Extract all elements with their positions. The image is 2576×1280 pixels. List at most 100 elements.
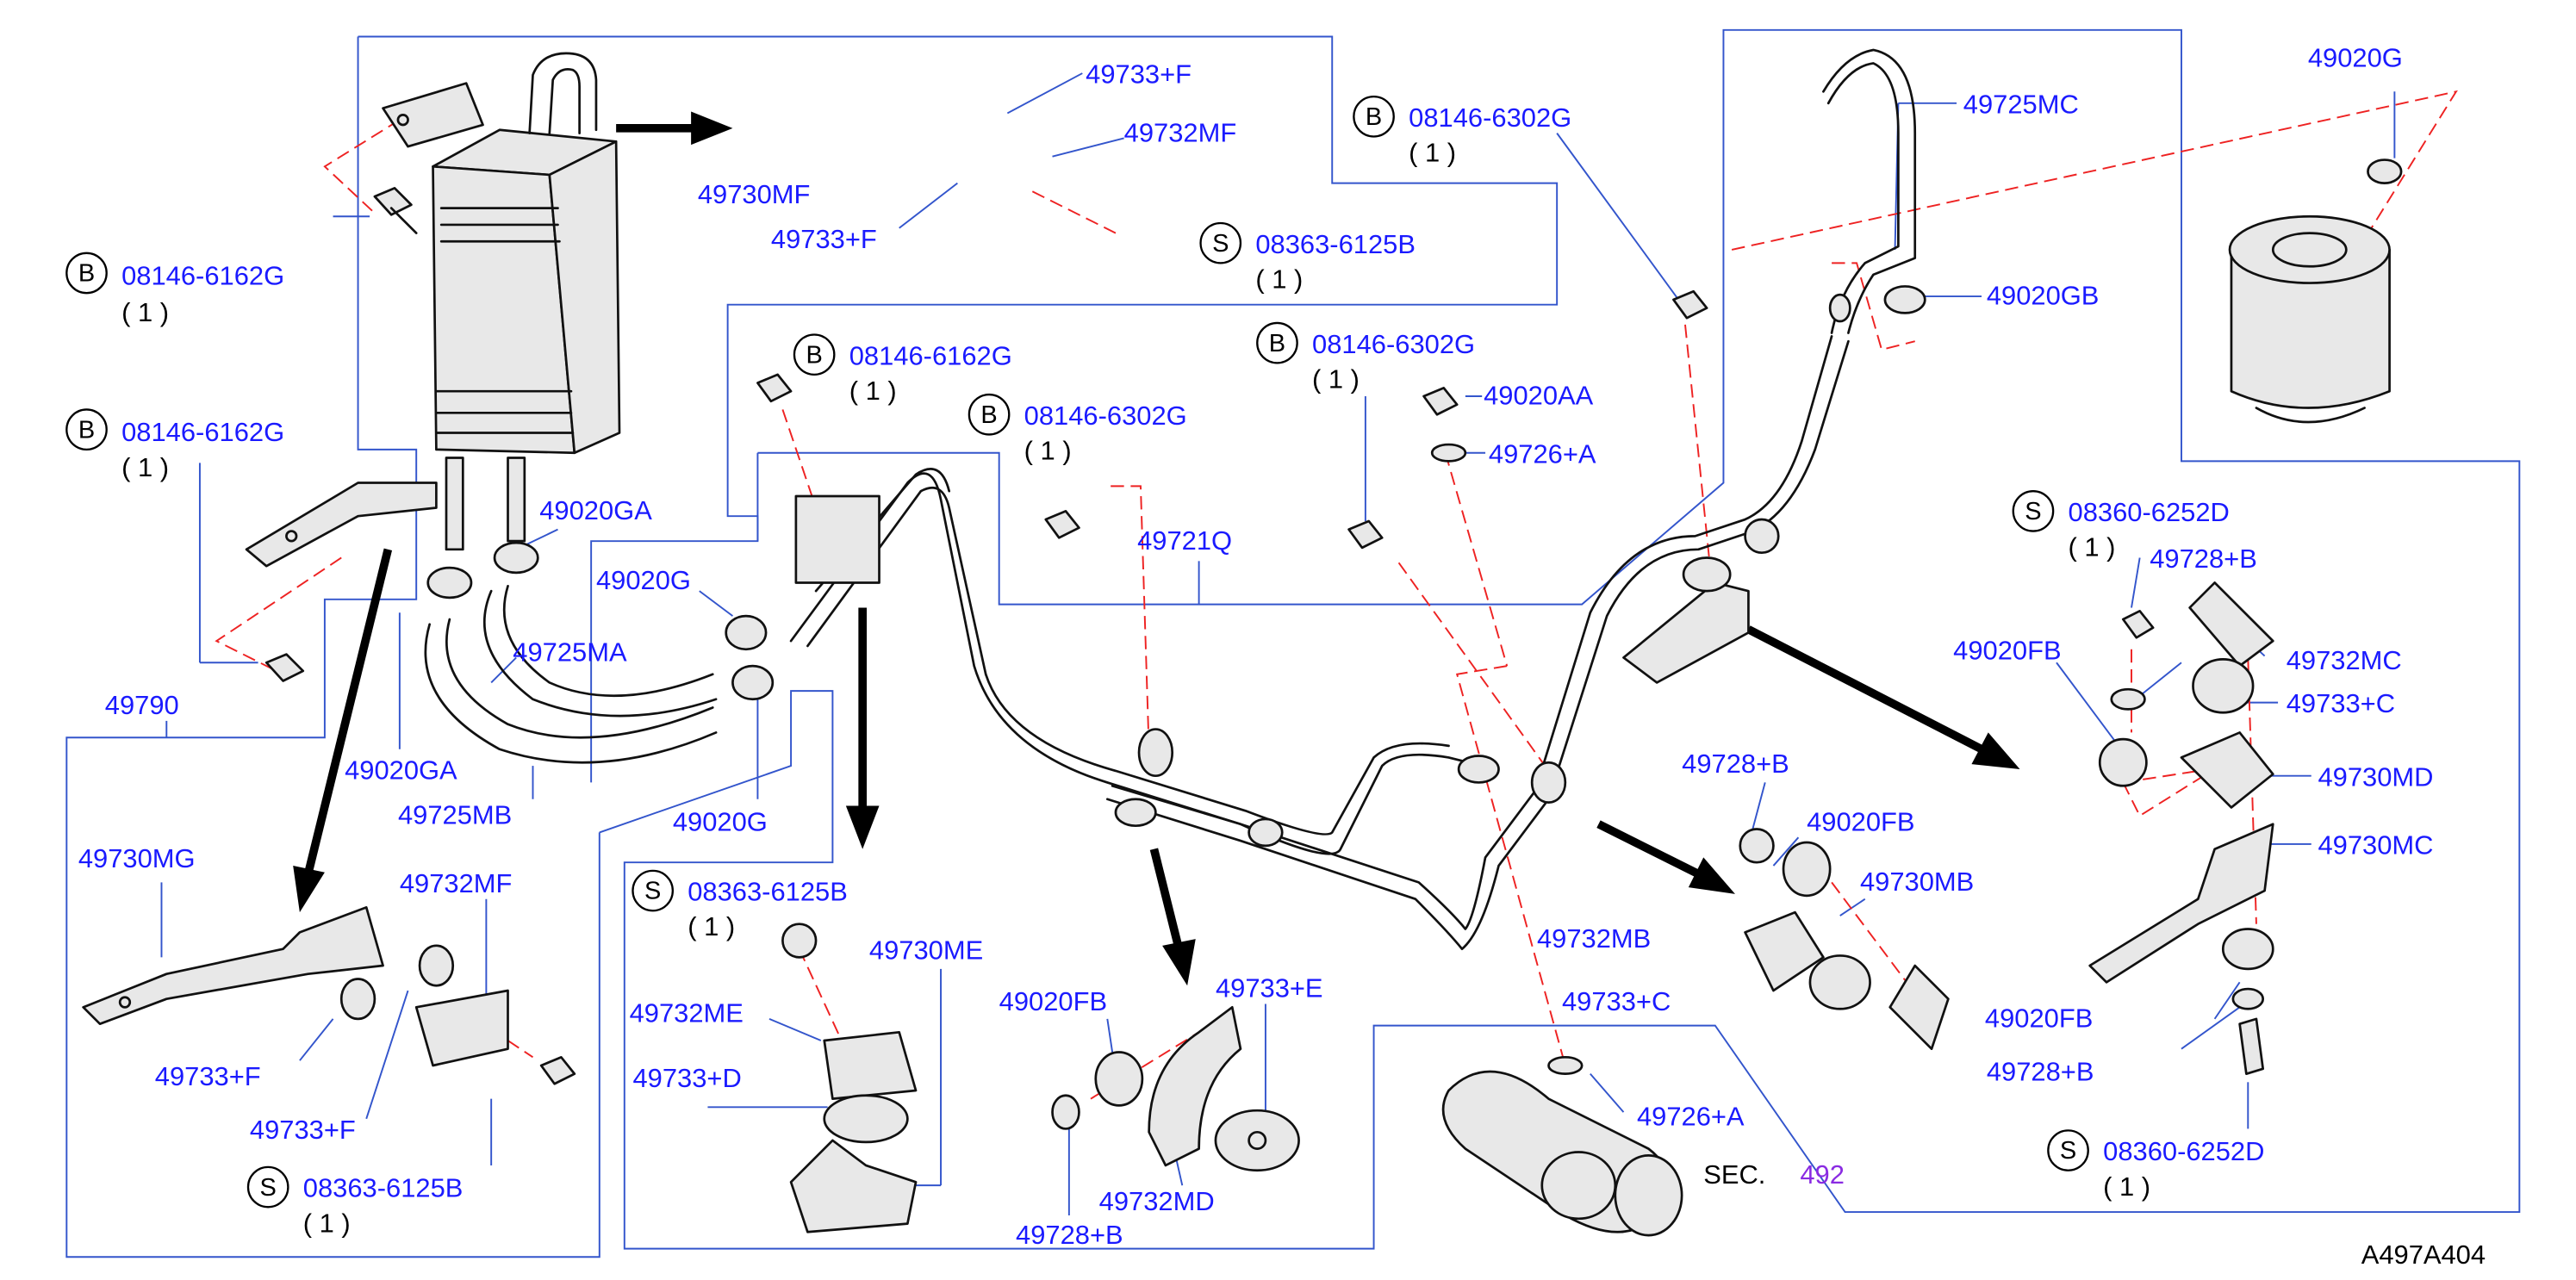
fastener-s3[interactable]: S 08363-6125B ( 1 ) xyxy=(246,1165,464,1238)
part-label[interactable]: 49730MB xyxy=(1860,867,1974,897)
b4-code[interactable]: 08146-6302G xyxy=(1024,401,1187,431)
b6-qty: ( 1 ) xyxy=(1409,137,1456,167)
s1-code[interactable]: 08363-6125B xyxy=(1255,229,1416,259)
s2-code[interactable]: 08363-6125B xyxy=(688,877,848,907)
part-label[interactable]: 49725MC xyxy=(1963,89,2079,119)
part-label[interactable]: 49733+F xyxy=(250,1115,356,1145)
svg-text:B: B xyxy=(806,341,822,369)
b5-code[interactable]: 08146-6302G xyxy=(1312,329,1475,359)
b6-symbol: B xyxy=(1353,95,1395,138)
part-label[interactable]: 49730MC xyxy=(2318,830,2433,861)
s4-qty: ( 1 ) xyxy=(2069,532,2116,562)
fastener-b2[interactable]: B 08146-6162G ( 1 ) xyxy=(65,408,284,482)
part-label[interactable]: 49020FB xyxy=(1985,1003,2093,1034)
part-label[interactable]: 49728+B xyxy=(1016,1220,1123,1250)
part-label[interactable]: 49721Q xyxy=(1137,525,1232,556)
b5-symbol: B xyxy=(1256,321,1298,364)
section-reference[interactable]: SEC. 492 xyxy=(1703,1159,1845,1190)
part-label[interactable]: 49020GA xyxy=(345,755,457,786)
part-label[interactable]: 49733+D xyxy=(632,1063,741,1093)
b6-code[interactable]: 08146-6302G xyxy=(1409,103,1571,133)
fastener-s1[interactable]: S 08363-6125B ( 1 ) xyxy=(1199,221,1416,294)
fastener-b1[interactable]: B 08146-6162G ( 1 ) xyxy=(65,252,284,327)
part-label[interactable]: 49732MF xyxy=(400,868,513,898)
reservoir-drawing xyxy=(2228,158,2403,424)
part-label[interactable]: 49020GA xyxy=(539,495,652,525)
part-label[interactable]: 49733+E xyxy=(1216,973,1323,1003)
part-label[interactable]: 49020FB xyxy=(999,986,1107,1016)
diagram-code: A497A404 xyxy=(2361,1240,2486,1270)
part-label[interactable]: 49020G xyxy=(2308,42,2403,72)
part-label[interactable]: 49732ME xyxy=(630,998,744,1028)
svg-text:S: S xyxy=(2025,498,2041,525)
pump-sec492-drawing xyxy=(1441,1055,1683,1237)
direction-arrows xyxy=(293,111,2020,986)
fastener-b5[interactable]: B 08146-6302G ( 1 ) xyxy=(1256,321,1475,394)
part-label[interactable]: 49730MG xyxy=(78,843,196,873)
b2-symbol: B xyxy=(65,408,108,451)
part-label[interactable]: 49728+B xyxy=(1987,1056,2094,1086)
fastener-s2[interactable]: S 08363-6125B ( 1 ) xyxy=(632,869,848,941)
part-label[interactable]: 49020FB xyxy=(1953,635,2061,665)
fastener-b3[interactable]: B 08146-6162G ( 1 ) xyxy=(793,333,1012,406)
svg-text:S: S xyxy=(1212,230,1229,258)
s5-code[interactable]: 08360-6252D xyxy=(2103,1136,2264,1166)
part-label[interactable]: 49728+B xyxy=(1682,749,1789,779)
callout-boundaries xyxy=(65,28,2521,1258)
s2-symbol: S xyxy=(632,869,675,912)
part-label[interactable]: 49732MD xyxy=(1099,1186,1215,1216)
part-label[interactable]: 49733+F xyxy=(771,224,877,254)
b4-qty: ( 1 ) xyxy=(1024,435,1072,465)
b1-qty: ( 1 ) xyxy=(121,297,169,327)
s1-qty: ( 1 ) xyxy=(1255,264,1303,294)
s3-qty: ( 1 ) xyxy=(303,1208,351,1238)
fastener-s4[interactable]: S 08360-6252D ( 1 ) xyxy=(2012,490,2230,562)
bracket-49730me-drawing xyxy=(781,923,918,1233)
sec-number[interactable]: 492 xyxy=(1800,1159,1845,1190)
part-label[interactable]: 49730MF xyxy=(698,179,811,209)
part-label[interactable]: 49733+C xyxy=(2287,688,2395,718)
part-label[interactable]: 49020G xyxy=(596,565,691,595)
fastener-b4[interactable]: B 08146-6302G ( 1 ) xyxy=(968,393,1187,465)
svg-text:S: S xyxy=(644,878,661,905)
part-label[interactable]: 49725MA xyxy=(513,637,627,667)
part-label[interactable]: 49020G xyxy=(673,806,768,836)
fastener-b6[interactable]: B 08146-6302G ( 1 ) xyxy=(1353,95,1571,167)
b3-code[interactable]: 08146-6162G xyxy=(849,340,1012,370)
b5-qty: ( 1 ) xyxy=(1312,363,1360,394)
part-label[interactable]: 49733+F xyxy=(155,1061,261,1091)
b4-symbol: B xyxy=(968,393,1011,436)
hose-clamps-left xyxy=(424,541,775,764)
part-label[interactable]: 49730ME xyxy=(869,935,983,965)
b1-code[interactable]: 08146-6162G xyxy=(121,261,284,291)
part-label[interactable]: 49725MB xyxy=(398,800,512,830)
part-label[interactable]: 49020AA xyxy=(1484,381,1594,411)
part-label[interactable]: 49732MC xyxy=(2287,645,2402,675)
part-label[interactable]: 49728+B xyxy=(2150,544,2257,574)
fastener-s5[interactable]: S 08360-6252D ( 1 ) xyxy=(2047,1129,2264,1202)
part-label[interactable]: 49726+A xyxy=(1637,1102,1745,1132)
part-label[interactable]: 49733+F xyxy=(1086,59,1192,90)
mount-49730mb-drawing xyxy=(1739,828,1950,1051)
svg-text:B: B xyxy=(980,401,997,429)
s5-symbol: S xyxy=(2047,1129,2089,1171)
s2-qty: ( 1 ) xyxy=(688,911,735,941)
pipe-assembly-drawing xyxy=(756,48,1926,951)
part-label[interactable]: 49732MB xyxy=(1537,923,1651,954)
part-labels: 49733+F 49732MF 49730MF 49733+F 49725MC … xyxy=(78,42,2434,1249)
s4-code[interactable]: 08360-6252D xyxy=(2069,497,2230,527)
part-label[interactable]: 49020FB xyxy=(1807,806,1914,836)
svg-text:S: S xyxy=(2060,1137,2076,1165)
b2-code[interactable]: 08146-6162G xyxy=(121,417,284,447)
part-label[interactable]: 49733+C xyxy=(1562,986,1671,1016)
svg-text:B: B xyxy=(78,416,95,444)
svg-text:B: B xyxy=(78,260,95,288)
part-label[interactable]: 49732MF xyxy=(1124,117,1237,147)
part-label[interactable]: 49726+A xyxy=(1489,438,1596,469)
part-label[interactable]: 49730MD xyxy=(2318,761,2433,792)
part-label[interactable]: 49020GB xyxy=(1987,281,2100,311)
b3-symbol: B xyxy=(793,333,836,376)
s3-code[interactable]: 08363-6125B xyxy=(303,1173,464,1203)
part-label[interactable]: 49790 xyxy=(105,690,179,720)
